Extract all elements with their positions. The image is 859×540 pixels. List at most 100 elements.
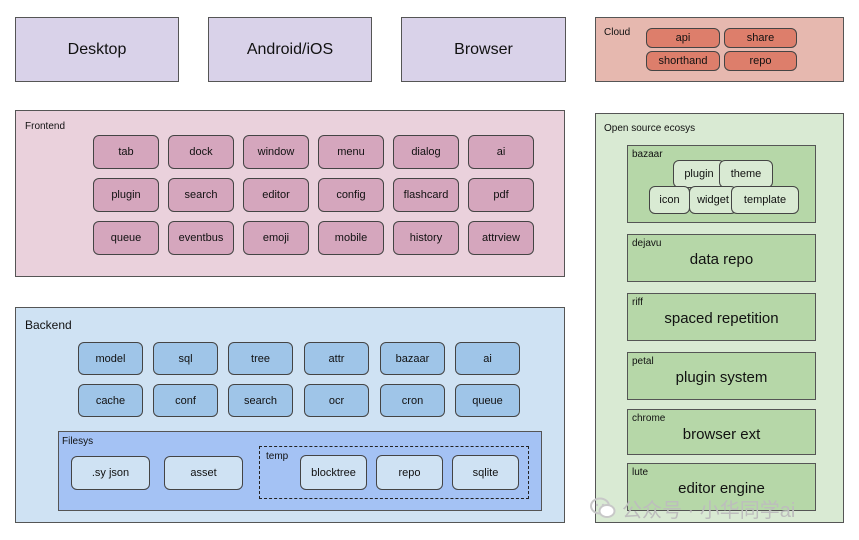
cloud-label: Cloud xyxy=(604,27,631,38)
cloud-group: Cloud api share shorthand repo xyxy=(595,17,844,82)
module-label: pdf xyxy=(493,189,509,201)
filesys-item-asset: asset xyxy=(164,456,243,490)
module-label: queue xyxy=(472,394,503,407)
module-label: ocr xyxy=(328,394,345,407)
backend-module: cache xyxy=(78,384,143,417)
project-name: riff xyxy=(632,297,643,308)
bazaar-item-icon: icon xyxy=(649,186,690,214)
project-name: chrome xyxy=(632,413,666,424)
oss-label: Open source ecosys xyxy=(604,123,696,134)
project-name: petal xyxy=(632,356,654,367)
cloud-item-share: share xyxy=(724,28,797,48)
module-label: ai xyxy=(483,352,492,365)
frontend-module: search xyxy=(168,178,234,212)
frontend-module: history xyxy=(393,221,459,255)
filesys-item-label: .sy json xyxy=(91,467,130,479)
frontend-module: emoji xyxy=(243,221,309,255)
backend-module: sql xyxy=(153,342,218,375)
filesys-item-sy-json: .sy json xyxy=(71,456,150,490)
module-label: mobile xyxy=(334,232,368,244)
module-label: cache xyxy=(95,394,126,407)
module-label: attrview xyxy=(482,232,520,244)
temp-label: temp xyxy=(266,451,289,462)
backend-module: ai xyxy=(455,342,520,375)
platform-browser: Browser xyxy=(401,17,566,82)
cloud-item-label: share xyxy=(746,32,775,44)
oss-project-dejavu: dejavu data repo xyxy=(627,234,816,282)
frontend-module: editor xyxy=(243,178,309,212)
platform-browser-label: Browser xyxy=(454,40,513,58)
backend-module: search xyxy=(228,384,293,417)
frontend-module: tab xyxy=(93,135,159,169)
project-desc: spaced repetition xyxy=(664,310,779,327)
module-label: menu xyxy=(337,146,365,158)
module-label: history xyxy=(409,232,443,244)
project-desc: plugin system xyxy=(675,369,768,386)
temp-group: temp blocktree repo sqlite xyxy=(259,446,529,499)
temp-item-repo: repo xyxy=(376,455,443,490)
backend-module: attr xyxy=(304,342,369,375)
backend-module: conf xyxy=(153,384,218,417)
module-label: plugin xyxy=(111,189,141,201)
frontend-module: menu xyxy=(318,135,384,169)
watermark-text: 公众号 · 小华同学ai xyxy=(622,499,796,522)
module-label: dialog xyxy=(411,146,441,158)
temp-item-label: repo xyxy=(398,466,421,479)
bazaar-item-label: template xyxy=(743,194,787,206)
module-label: attr xyxy=(328,352,345,365)
module-label: dock xyxy=(189,146,213,158)
backend-module: queue xyxy=(455,384,520,417)
module-label: search xyxy=(184,189,218,201)
frontend-module: queue xyxy=(93,221,159,255)
project-name: lute xyxy=(632,467,649,478)
module-label: cron xyxy=(401,394,424,407)
platform-android-ios: Android/iOS xyxy=(208,17,372,82)
platform-desktop-label: Desktop xyxy=(67,40,127,58)
module-label: eventbus xyxy=(178,232,224,244)
oss-project-petal: petal plugin system xyxy=(627,352,816,400)
frontend-module: dialog xyxy=(393,135,459,169)
backend-module: cron xyxy=(380,384,445,417)
cloud-item-shorthand: shorthand xyxy=(646,51,720,71)
module-label: model xyxy=(95,352,126,365)
module-label: bazaar xyxy=(395,352,430,365)
bazaar-item-template: template xyxy=(731,186,799,214)
module-label: window xyxy=(257,146,295,158)
wechat-icon xyxy=(590,497,616,518)
module-label: config xyxy=(336,189,366,201)
bazaar-label: bazaar xyxy=(632,149,663,160)
frontend-module: pdf xyxy=(468,178,534,212)
frontend-label: Frontend xyxy=(25,121,66,132)
frontend-module: mobile xyxy=(318,221,384,255)
frontend-module: config xyxy=(318,178,384,212)
filesys-group: Filesys .sy json asset temp blocktree re… xyxy=(58,431,542,511)
filesys-label: Filesys xyxy=(62,436,94,447)
module-label: ai xyxy=(496,146,506,158)
frontend-module: attrview xyxy=(468,221,534,255)
frontend-module: window xyxy=(243,135,309,169)
project-desc: editor engine xyxy=(678,480,765,497)
cloud-item-label: shorthand xyxy=(658,55,708,67)
frontend-group: Frontend tab dock window menu dialog ai … xyxy=(15,110,565,277)
project-name: dejavu xyxy=(632,238,662,249)
watermark: 公众号 · 小华同学ai xyxy=(590,492,835,524)
bazaar-item-plugin: plugin xyxy=(673,160,725,188)
bazaar-item-label: icon xyxy=(659,194,680,206)
frontend-module: dock xyxy=(168,135,234,169)
bazaar-group: bazaar plugin theme icon widget template xyxy=(627,145,816,223)
oss-project-chrome: chrome browser ext xyxy=(627,409,816,455)
cloud-item-repo: repo xyxy=(724,51,797,71)
module-label: emoji xyxy=(262,232,290,244)
bazaar-item-widget: widget xyxy=(689,186,737,214)
bazaar-item-label: theme xyxy=(730,168,762,180)
temp-item-label: blocktree xyxy=(311,466,356,479)
bazaar-item-label: widget xyxy=(697,194,729,206)
cloud-item-label: repo xyxy=(749,55,772,67)
backend-module: bazaar xyxy=(380,342,445,375)
platform-desktop: Desktop xyxy=(15,17,179,82)
project-desc: data repo xyxy=(689,251,754,268)
cloud-item-label: api xyxy=(675,32,691,44)
temp-item-label: sqlite xyxy=(472,466,499,479)
platform-android-ios-label: Android/iOS xyxy=(246,40,334,58)
module-label: search xyxy=(243,394,278,407)
